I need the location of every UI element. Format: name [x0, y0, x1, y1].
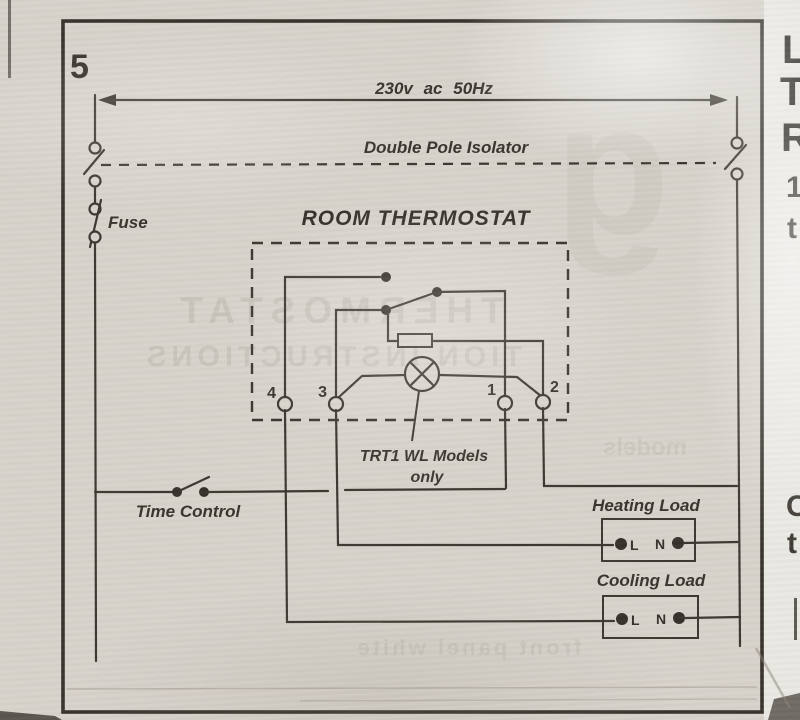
contact-dot-cooling: [381, 272, 391, 282]
ghost-text-line3: front panel white: [355, 635, 582, 660]
cooling-neutral-wire: [683, 615, 742, 620]
cooling-live-label: L: [631, 612, 640, 628]
terminal1-drop-wire: [503, 407, 508, 490]
isolator-contact: [730, 167, 744, 181]
isolator-contact: [88, 174, 102, 188]
switch-contact-dot: [199, 487, 209, 497]
time-control-label: Time Control: [136, 502, 242, 521]
fuse-contact: [88, 230, 102, 244]
heating-neutral-dot: [672, 537, 684, 549]
thermostat-title: ROOM THERMOSTAT: [302, 207, 532, 230]
figure-number: 5: [70, 48, 89, 86]
edge-letter: t: [787, 527, 797, 560]
edge-letter: t: [787, 212, 797, 245]
edge-letter: L: [782, 28, 800, 72]
terminal-2-label: 2: [550, 379, 559, 396]
isolator-contact: [88, 141, 102, 155]
heating-neutral-wire: [682, 540, 740, 545]
terminal-3-label: 3: [318, 384, 327, 401]
lamp-note-line1: TRT1 WL Models: [360, 448, 488, 465]
edge-letter: C: [786, 490, 800, 523]
supply-voltage-label: 230v ac 50Hz: [374, 79, 493, 98]
terminal-3: [327, 395, 345, 413]
wire-to-stat: [207, 489, 330, 494]
live-rail-left: [93, 241, 98, 663]
edge-letter: 1: [786, 171, 800, 204]
heating-load-label: Heating Load: [592, 496, 700, 515]
terminal-1-label: 1: [487, 382, 496, 399]
wire-to-terminal1: [343, 487, 507, 492]
terminal-4-label: 4: [267, 385, 276, 402]
isolator-contact: [730, 136, 744, 150]
cooling-live-dot: [616, 613, 628, 625]
ghost-big-glyph: g: [554, 64, 670, 276]
switch-contact-dot: [172, 487, 182, 497]
heating-neutral-label: N: [655, 536, 665, 552]
page-edge-line: [8, 0, 11, 78]
ghost-word: models: [603, 434, 687, 461]
cooling-neutral-label: N: [656, 611, 666, 627]
cooling-neutral-dot: [673, 612, 685, 624]
isolator-label: Double Pole Isolator: [364, 138, 530, 157]
fuse-label: Fuse: [108, 213, 148, 232]
edge-letter: R: [781, 116, 800, 160]
edge-letter: T: [780, 70, 800, 114]
lamp-note-line2: only: [411, 469, 445, 486]
cooling-load-label: Cooling Load: [597, 571, 706, 590]
heating-live-label: L: [630, 537, 639, 553]
next-column-rule: [794, 598, 797, 640]
heating-live-dot: [615, 538, 627, 550]
ghost-text-line2: TION INSTRUCTIONS: [142, 341, 522, 373]
